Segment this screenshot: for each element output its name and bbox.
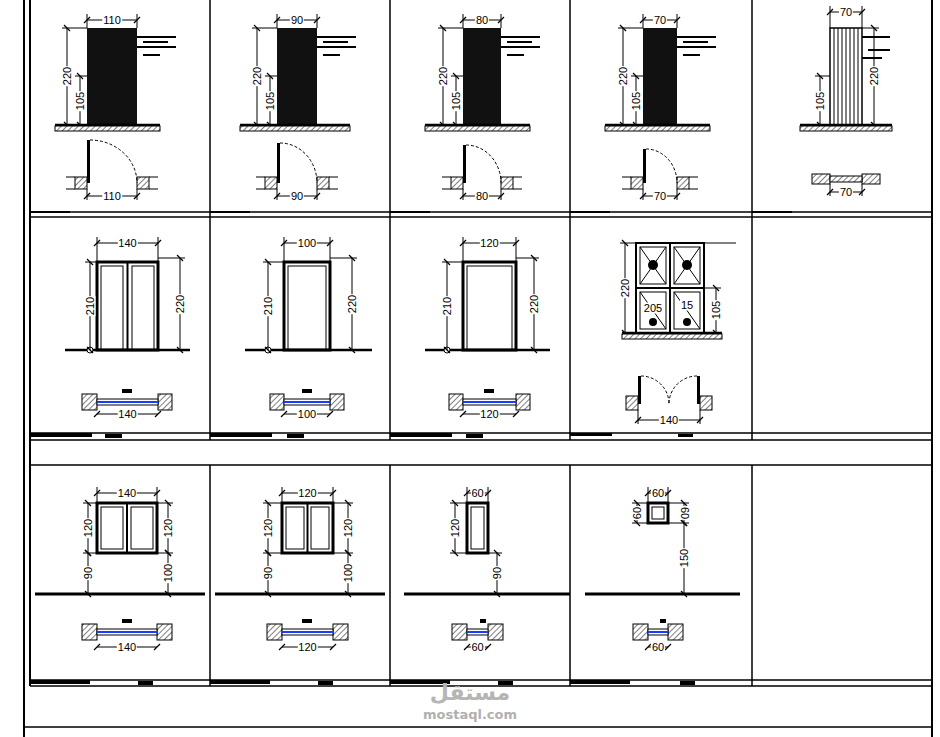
dimension-text: 90 bbox=[83, 566, 94, 580]
dimension-text: 60 bbox=[651, 642, 665, 653]
dimension-text: 105 bbox=[265, 91, 276, 111]
dimension-text: 220 bbox=[347, 294, 358, 314]
dimension-text: 140 bbox=[117, 409, 137, 420]
dimension-text: 90 bbox=[290, 191, 304, 202]
dimension-text: 120 bbox=[83, 518, 94, 538]
dimension-text: 120 bbox=[343, 518, 354, 538]
dimension-text: 110 bbox=[102, 15, 122, 26]
dimension-text: 120 bbox=[297, 488, 317, 499]
dimension-text: 220 bbox=[252, 66, 263, 86]
dimension-text: 100 bbox=[297, 409, 317, 420]
dimension-text: 100 bbox=[297, 238, 317, 249]
dimension-text: 110 bbox=[102, 191, 122, 202]
dimension-text: 100 bbox=[163, 563, 174, 583]
dimension-text: 90 bbox=[263, 566, 274, 580]
dimension-text: 120 bbox=[263, 518, 274, 538]
dimension-text: 105 bbox=[815, 91, 826, 111]
watermark-text: مستقل bbox=[429, 682, 511, 704]
dimension-text: 70 bbox=[653, 15, 667, 26]
dimension-text: 60 bbox=[470, 488, 484, 499]
dimension-text: 105 bbox=[711, 300, 722, 320]
dimension-text: 220 bbox=[175, 294, 186, 314]
dimension-text: 100 bbox=[343, 563, 354, 583]
dimension-text: 210 bbox=[442, 296, 453, 316]
dimension-text: 205 bbox=[643, 303, 663, 314]
dimension-text: 80 bbox=[475, 191, 489, 202]
dimension-text: 220 bbox=[529, 294, 540, 314]
dimension-text: 60 bbox=[632, 506, 643, 520]
dimension-text: 70 bbox=[653, 191, 667, 202]
dimension-text: 140 bbox=[117, 642, 137, 653]
dimension-text: 120 bbox=[450, 518, 461, 538]
dimension-text: 220 bbox=[618, 66, 629, 86]
dimension-text: 120 bbox=[163, 518, 174, 538]
dimension-text: 140 bbox=[117, 488, 137, 499]
dimension-text: 15 bbox=[680, 300, 694, 311]
dimension-text: 220 bbox=[438, 66, 449, 86]
dimension-text: 90 bbox=[290, 15, 304, 26]
dimension-text: 120 bbox=[297, 642, 317, 653]
dimension-text: 220 bbox=[62, 66, 73, 86]
dimension-text: 210 bbox=[263, 296, 274, 316]
dimension-text: 105 bbox=[631, 91, 642, 111]
dimension-text: 140 bbox=[117, 238, 137, 249]
dimension-text: 120 bbox=[479, 409, 499, 420]
dimension-text: 220 bbox=[620, 278, 631, 298]
dimension-text: 105 bbox=[75, 91, 86, 111]
dimension-text: 105 bbox=[451, 91, 462, 111]
dimension-text: 80 bbox=[475, 15, 489, 26]
dimension-text: 220 bbox=[869, 66, 880, 86]
dimension-text: 70 bbox=[839, 7, 853, 18]
dimension-text: 70 bbox=[839, 187, 853, 198]
watermark-text: mostaql.com bbox=[422, 708, 518, 721]
dimension-text: 210 bbox=[85, 296, 96, 316]
dimension-text: 120 bbox=[479, 238, 499, 249]
dimension-text: 60 bbox=[679, 506, 690, 520]
dimension-text: 60 bbox=[470, 642, 484, 653]
dimension-text: 150 bbox=[679, 548, 690, 568]
dimension-text: 90 bbox=[492, 566, 503, 580]
dimension-text: 60 bbox=[651, 488, 665, 499]
dimension-text: 140 bbox=[659, 415, 679, 426]
